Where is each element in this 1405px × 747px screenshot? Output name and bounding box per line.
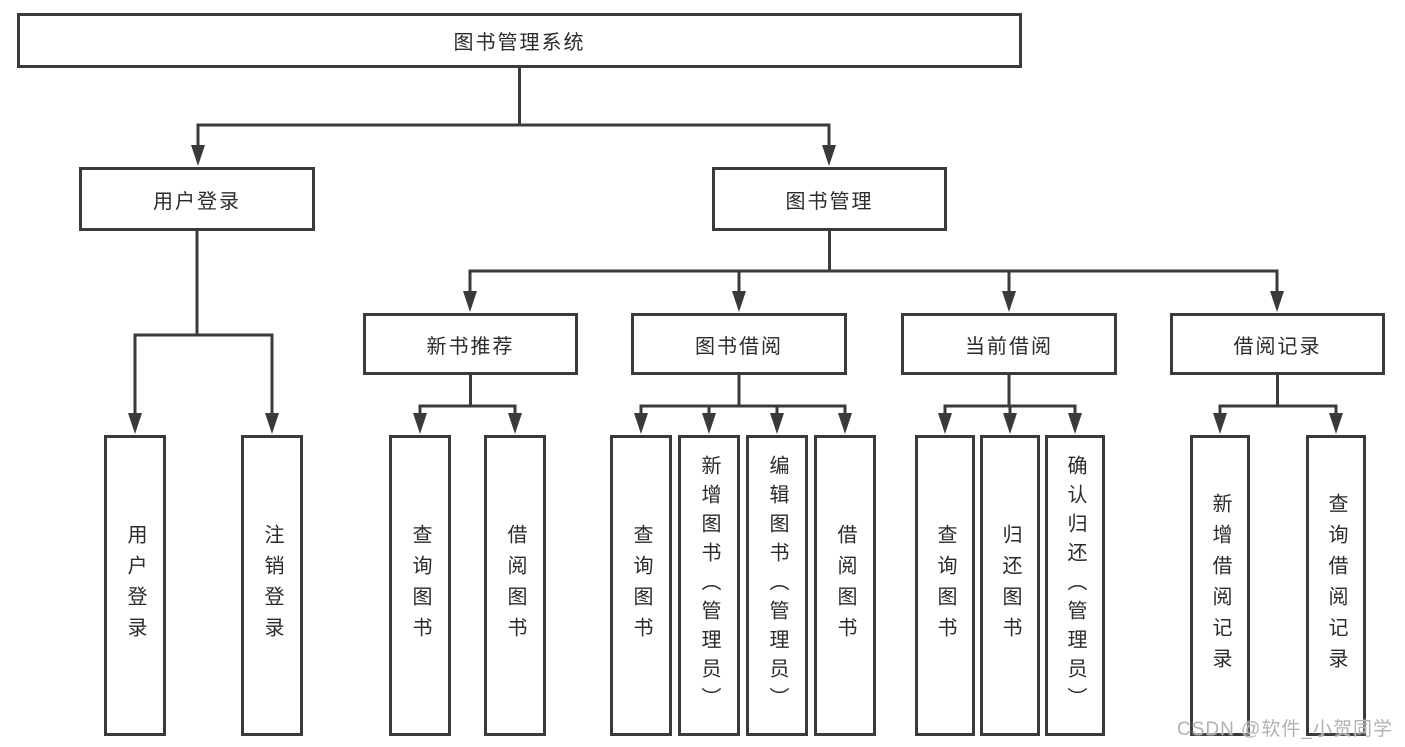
leaf-query-books-2: 查询图书 bbox=[610, 435, 672, 736]
node-current-borrow: 当前借阅 bbox=[901, 313, 1117, 375]
leaf-borrow-books-1-label: 借阅图书 bbox=[504, 523, 526, 648]
csdn-watermark: CSDN @软件_小贺同学 bbox=[1177, 719, 1393, 740]
leaf-query-borrow-record-label: 查询借阅记录 bbox=[1325, 492, 1347, 679]
leaf-query-books-3-label: 查询图书 bbox=[934, 523, 956, 648]
node-book-management: 图书管理 bbox=[712, 167, 947, 231]
leaf-query-books-3: 查询图书 bbox=[915, 435, 975, 736]
leaf-query-books-1: 查询图书 bbox=[389, 435, 451, 736]
node-book-borrow: 图书借阅 bbox=[631, 313, 847, 375]
leaf-user-login: 用户登录 bbox=[104, 435, 166, 736]
node-user-login: 用户登录 bbox=[79, 167, 315, 231]
leaf-add-borrow-record: 新增借阅记录 bbox=[1190, 435, 1250, 736]
leaf-borrow-books-2-label: 借阅图书 bbox=[834, 523, 856, 648]
node-borrow-records: 借阅记录 bbox=[1170, 313, 1385, 375]
leaf-add-borrow-record-label: 新增借阅记录 bbox=[1209, 492, 1231, 679]
node-user-login-label: 用户登录 bbox=[153, 190, 241, 213]
leaf-return-books: 归还图书 bbox=[980, 435, 1040, 736]
node-library-system-label: 图书管理系统 bbox=[453, 32, 586, 54]
leaf-borrow-books-1: 借阅图书 bbox=[484, 435, 546, 736]
node-new-book-recommend-label: 新书推荐 bbox=[426, 335, 515, 358]
leaf-query-books-2-label: 查询图书 bbox=[630, 523, 652, 648]
leaf-logout: 注销登录 bbox=[241, 435, 303, 736]
node-current-borrow-label: 当前借阅 bbox=[965, 335, 1053, 358]
leaf-add-books-admin: 新增图书（管理员） bbox=[678, 435, 740, 736]
node-borrow-records-label: 借阅记录 bbox=[1233, 335, 1322, 358]
leaf-query-books-1-label: 查询图书 bbox=[409, 523, 431, 648]
leaf-query-borrow-record: 查询借阅记录 bbox=[1306, 435, 1366, 736]
node-library-system: 图书管理系统 bbox=[17, 13, 1022, 68]
leaf-return-books-label: 归还图书 bbox=[999, 523, 1021, 648]
leaf-confirm-return-admin-label: 确认归还（管理员） bbox=[1064, 455, 1086, 716]
leaf-logout-label: 注销登录 bbox=[261, 523, 283, 648]
leaf-borrow-books-2: 借阅图书 bbox=[814, 435, 876, 736]
leaf-confirm-return-admin: 确认归还（管理员） bbox=[1045, 435, 1105, 736]
leaf-edit-books-admin-label: 编辑图书（管理员） bbox=[766, 455, 788, 716]
leaf-edit-books-admin: 编辑图书（管理员） bbox=[746, 435, 808, 736]
node-new-book-recommend: 新书推荐 bbox=[363, 313, 578, 375]
node-book-borrow-label: 图书借阅 bbox=[695, 335, 783, 358]
node-book-management-label: 图书管理 bbox=[785, 190, 874, 213]
leaf-user-login-label: 用户登录 bbox=[124, 523, 146, 648]
leaf-add-books-admin-label: 新增图书（管理员） bbox=[698, 455, 720, 716]
